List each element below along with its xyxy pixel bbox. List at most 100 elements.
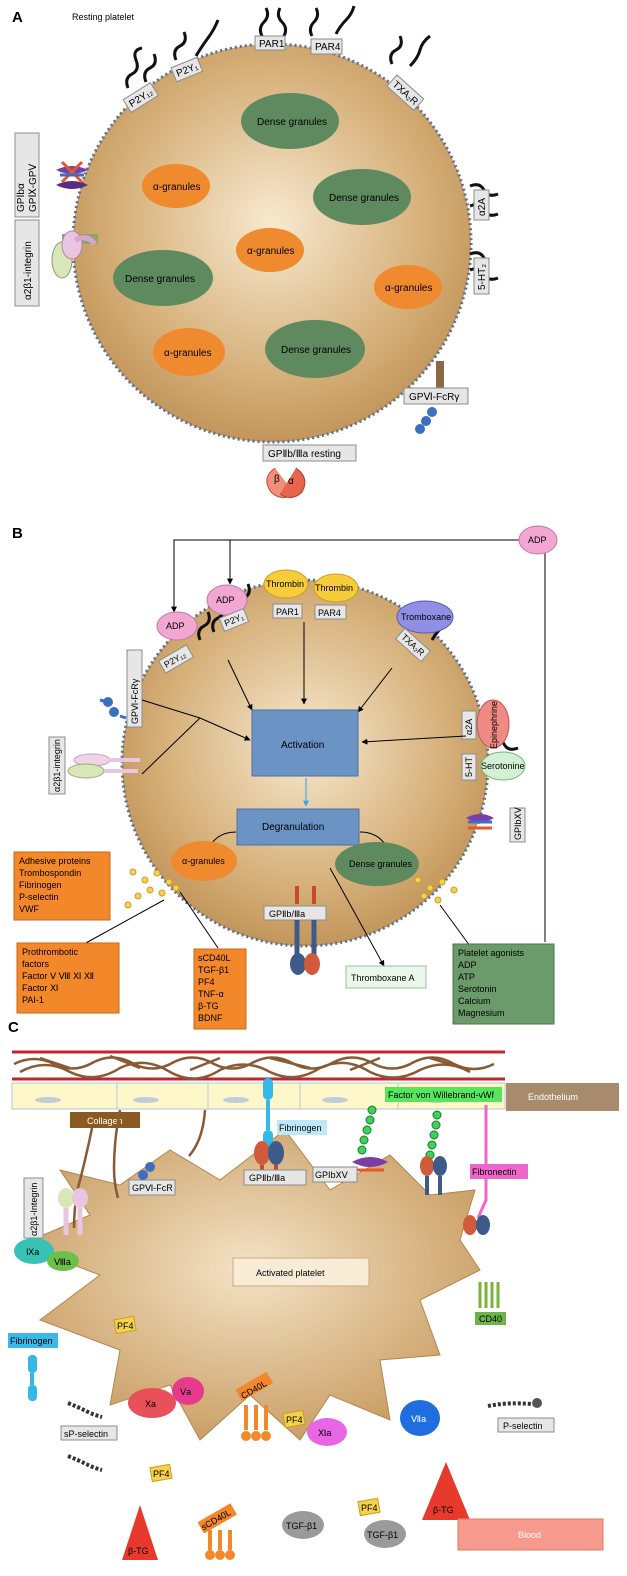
svg-text:Ⅷa: Ⅷa xyxy=(54,1257,71,1267)
svg-text:GPIbⅩⅤ: GPIbⅩⅤ xyxy=(315,1170,349,1180)
svg-text:Dense granules: Dense granules xyxy=(281,345,351,356)
svg-text:GPⅡb/Ⅲa resting: GPⅡb/Ⅲa resting xyxy=(268,449,341,460)
par4-receptor-a: PAR4 xyxy=(310,38,343,55)
collagen-fibers xyxy=(13,1054,495,1080)
svg-text:β: β xyxy=(274,474,280,485)
epinephrine-agonist xyxy=(476,699,510,749)
beta-tg-marker: β-TG xyxy=(122,1505,158,1560)
svg-text:Dense granules: Dense granules xyxy=(329,193,399,204)
panel-c-letter: C xyxy=(8,1019,19,1036)
svg-text:α2β1-integrin: α2β1-integrin xyxy=(52,739,62,792)
dense-granule xyxy=(265,320,365,378)
svg-text:5-HT: 5-HT xyxy=(464,756,474,777)
par4-receptor-b: PAR4 xyxy=(314,604,347,620)
svg-text:GPⅥ-FcRγ: GPⅥ-FcRγ xyxy=(409,392,459,403)
integrin-c: α2β1-Integrin xyxy=(23,1177,88,1239)
panel-a: A Resting platelet PAR1 PAR4 xyxy=(12,5,499,498)
thrombin-agonist xyxy=(313,573,359,603)
blood-label: Blood xyxy=(457,1518,604,1551)
svg-text:PAR1: PAR1 xyxy=(276,607,299,617)
svg-text:ADP: ADP xyxy=(528,535,547,545)
alpha2a-receptor-b: α2A xyxy=(461,710,477,740)
svg-text:PF4: PF4 xyxy=(286,1415,303,1425)
svg-text:Thrombin: Thrombin xyxy=(266,579,304,589)
factor-va xyxy=(172,1377,204,1405)
svg-text:Factor von Willebrand-vWf: Factor von Willebrand-vWf xyxy=(388,1090,495,1100)
svg-text:Serotonine: Serotonine xyxy=(481,761,525,771)
svg-text:α2β1-Integrin: α2β1-Integrin xyxy=(29,1183,39,1236)
svg-text:5-HT₂: 5-HT₂ xyxy=(477,264,488,290)
pf4-marker: PF4 xyxy=(357,1497,381,1517)
svg-text:GPⅡb/Ⅲa: GPⅡb/Ⅲa xyxy=(269,909,305,919)
par1-receptor-a: PAR1 xyxy=(254,35,286,51)
svg-text:α-granules: α-granules xyxy=(182,856,225,866)
gpvi-receptor-b: GPⅥ-FcRγ xyxy=(99,649,143,728)
panel-b-letter: B xyxy=(12,525,23,542)
adp-agonist xyxy=(156,611,198,641)
5ht-receptor-b: 5-HT xyxy=(461,753,477,781)
svg-text:GPⅡb/Ⅲa: GPⅡb/Ⅲa xyxy=(249,1173,285,1183)
factor-viia xyxy=(400,1400,440,1436)
alpha-granule xyxy=(236,228,304,272)
panel-a-letter: A xyxy=(12,9,23,26)
svg-text:TGF-β1: TGF-β1 xyxy=(367,1530,398,1540)
svg-text:GPIbⅩⅤ: GPIbⅩⅤ xyxy=(513,806,523,840)
svg-text:Dense granules: Dense granules xyxy=(257,117,327,128)
svg-text:Dense granules: Dense granules xyxy=(349,859,413,869)
thrombin-agonist xyxy=(263,569,309,599)
svg-text:β-TG: β-TG xyxy=(433,1505,454,1515)
tromboxane-agonist xyxy=(396,600,454,634)
alpha-granule xyxy=(153,328,225,376)
svg-text:Fibronectin: Fibronectin xyxy=(472,1167,517,1177)
svg-text:PF4: PF4 xyxy=(361,1503,378,1513)
pf4-marker: PF4 xyxy=(282,1409,306,1429)
svg-text:PAR1: PAR1 xyxy=(259,39,285,50)
degranulation-box xyxy=(236,808,360,846)
par1-receptor-b: PAR1 xyxy=(272,603,303,619)
factor-xa xyxy=(128,1388,176,1418)
collagen-label: Collagen xyxy=(70,1112,140,1128)
tgf-marker: TGF-β1 xyxy=(282,1511,324,1539)
activation-arrows xyxy=(141,622,467,775)
svg-text:Dense granules: Dense granules xyxy=(125,274,195,285)
gpiib-iiia-c: GPⅡb/Ⅲa xyxy=(243,1141,307,1186)
activation-label: Activation xyxy=(281,740,324,751)
svg-text:Collagen: Collagen xyxy=(87,1116,123,1126)
svg-text:GPⅨ-GPⅤ: GPⅨ-GPⅤ xyxy=(28,164,39,212)
factor-ixa xyxy=(14,1238,54,1264)
svg-text:α: α xyxy=(288,476,294,487)
panel-b: B ADP ADP ADP Thrombin Thrombin Tromboxa… xyxy=(12,525,558,1030)
released-granule-dots xyxy=(124,868,458,909)
svg-text:Thromboxane A: Thromboxane A xyxy=(351,973,415,983)
serotonine-agonist xyxy=(480,751,526,781)
gpib-receptor-c: GPIbⅩⅤ xyxy=(312,1157,388,1183)
svg-text:GPⅠbα: GPⅠbα xyxy=(16,183,27,212)
gpiib-iiia-vwf xyxy=(420,1156,447,1195)
svg-text:ADP: ADP xyxy=(166,621,185,631)
fibrinogen-left: Fibrinogen xyxy=(8,1333,58,1401)
granules-a: Dense granules α-granules Dense granules… xyxy=(113,93,442,378)
svg-text:α-granules: α-granules xyxy=(164,348,211,359)
svg-text:Ⅸa: Ⅸa xyxy=(26,1247,39,1257)
pf4-marker: PF4 xyxy=(149,1463,173,1483)
dense-granule xyxy=(313,169,411,225)
gpiib-iiia-resting-a: GPⅡb/Ⅲa resting β α xyxy=(262,444,357,498)
gpib-receptor-b: GPIbⅩⅤ xyxy=(466,806,526,843)
activated-platelet-label: Activated platelet xyxy=(256,1268,325,1278)
gpib-complex-a: GPⅠbα GPⅨ-GPⅤ xyxy=(14,132,88,218)
svg-text:Ⅺa: Ⅺa xyxy=(318,1428,331,1438)
svg-text:β-TG: β-TG xyxy=(128,1546,149,1556)
factor-xia xyxy=(307,1418,347,1446)
svg-text:Ⅴa: Ⅴa xyxy=(180,1387,191,1397)
vwf-label: Factor von Willebrand-vWf xyxy=(385,1087,502,1102)
panel-c: C Endothelium Collagen xyxy=(8,1019,619,1560)
scd40l: sCD40L xyxy=(197,1503,237,1560)
p-selectin: P-selectin xyxy=(487,1398,555,1433)
svg-text:PF4: PF4 xyxy=(117,1321,134,1331)
alpha-granule-b xyxy=(171,841,237,881)
